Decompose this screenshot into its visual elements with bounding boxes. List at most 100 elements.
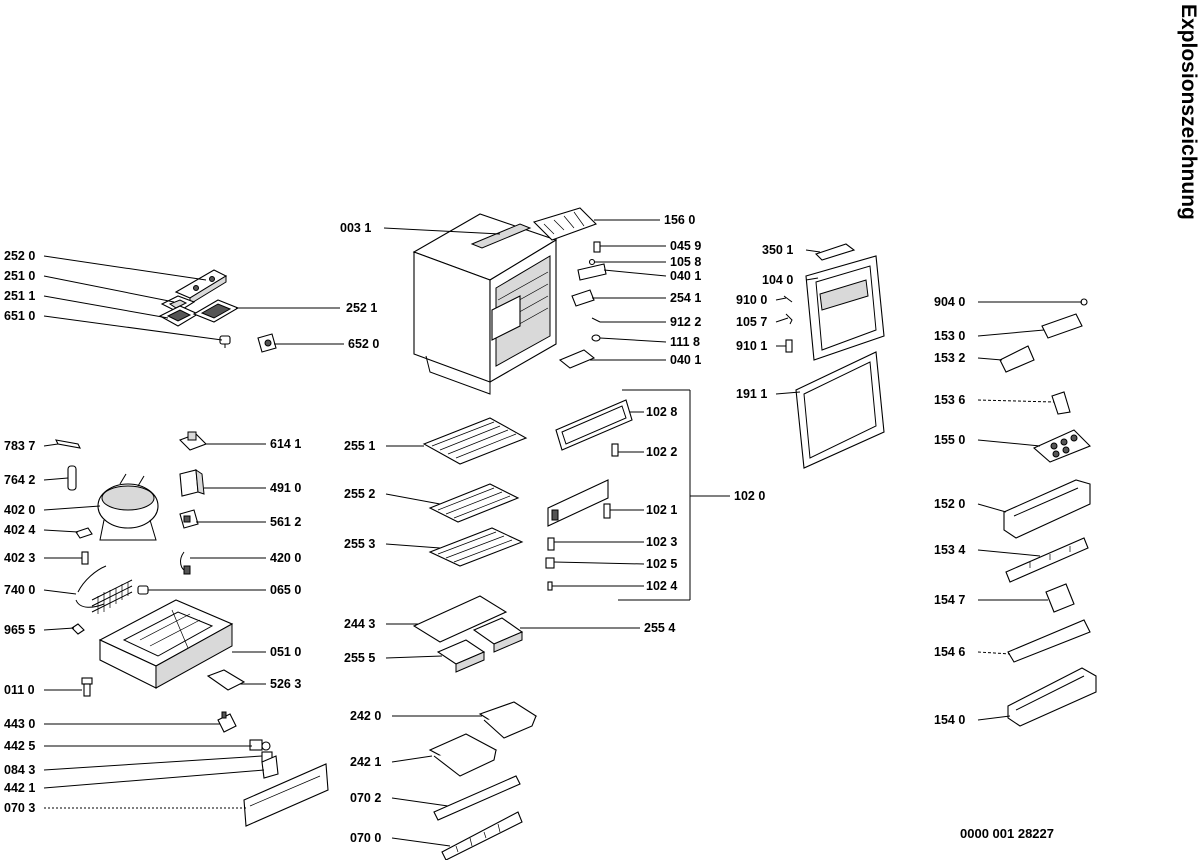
part-561-2 — [179, 509, 199, 529]
part-912-2 — [591, 317, 601, 323]
label-102-3: 102 3 — [646, 535, 677, 549]
part-783-7 — [55, 439, 81, 449]
label-156-0: 156 0 — [664, 213, 695, 227]
part-255-5-tray — [436, 639, 486, 673]
label-255-3: 255 3 — [344, 537, 375, 551]
part-003-1-cabinet — [412, 213, 558, 395]
part-104-0-door — [805, 255, 885, 361]
label-254-1: 254 1 — [670, 291, 701, 305]
label-251-0: 251 0 — [4, 269, 35, 283]
label-105-8: 105 8 — [670, 255, 701, 269]
label-102-5: 102 5 — [646, 557, 677, 571]
part-154-7 — [1045, 583, 1075, 613]
part-070-2-bar — [433, 775, 521, 821]
label-252-1: 252 1 — [346, 301, 377, 315]
part-154-0-door-shelf — [1007, 667, 1097, 727]
label-910-1: 910 1 — [736, 339, 767, 353]
label-051-0: 051 0 — [270, 645, 301, 659]
part-045-9 — [593, 241, 601, 253]
part-065-0 — [137, 585, 149, 595]
label-102-4: 102 4 — [646, 579, 677, 593]
label-065-0: 065 0 — [270, 583, 301, 597]
label-740-0: 740 0 — [4, 583, 35, 597]
label-442-1: 442 1 — [4, 781, 35, 795]
label-614-1: 614 1 — [270, 437, 301, 451]
label-910-0: 910 0 — [736, 293, 767, 307]
label-255-1: 255 1 — [344, 439, 375, 453]
part-740-0-condenser — [75, 565, 133, 614]
part-614-1 — [179, 431, 207, 451]
label-045-9: 045 9 — [670, 239, 701, 253]
part-402-3 — [81, 551, 89, 565]
label-104-0: 104 0 — [762, 273, 793, 287]
label-111-8: 111 8 — [670, 335, 700, 349]
label-040-1-b: 040 1 — [670, 353, 701, 367]
part-244-3-cover — [412, 595, 508, 643]
part-number-labels: 252 0 251 0 251 1 651 0 252 1 652 0 783 … — [4, 213, 965, 845]
label-040-1-a: 040 1 — [670, 269, 701, 283]
part-154-6-bar — [1007, 619, 1091, 663]
document-number: 0000 001 28227 — [960, 826, 1054, 841]
part-255-3-shelf — [428, 527, 524, 567]
part-443-0 — [217, 711, 237, 733]
part-242-1-drawer — [428, 733, 498, 777]
label-402-0: 402 0 — [4, 503, 35, 517]
label-242-1: 242 1 — [350, 755, 381, 769]
part-255-1-shelf — [422, 417, 528, 465]
label-526-3: 526 3 — [270, 677, 301, 691]
part-420-0 — [180, 551, 191, 575]
label-102-1: 102 1 — [646, 503, 677, 517]
part-102-2 — [611, 443, 619, 457]
part-191-1-gasket — [795, 351, 885, 469]
part-651-0 — [219, 335, 231, 348]
label-155-0: 155 0 — [934, 433, 965, 447]
label-003-1: 003 1 — [340, 221, 371, 235]
part-102-8 — [555, 399, 633, 451]
part-153-2 — [999, 345, 1035, 373]
part-402-4 — [75, 527, 93, 539]
label-402-3: 402 3 — [4, 551, 35, 565]
label-105-7: 105 7 — [736, 315, 767, 329]
part-105-8 — [588, 258, 596, 266]
label-443-0: 443 0 — [4, 717, 35, 731]
label-420-0: 420 0 — [270, 551, 301, 565]
part-491-0 — [179, 469, 205, 497]
part-255-2-shelf — [428, 483, 520, 523]
label-350-1: 350 1 — [762, 243, 793, 257]
part-652-0 — [257, 333, 277, 353]
label-561-2: 561 2 — [270, 515, 301, 529]
label-442-5: 442 5 — [4, 739, 35, 753]
part-102-4 — [547, 581, 553, 591]
part-910-1 — [785, 339, 793, 353]
part-252-0 — [174, 269, 228, 305]
label-011-0: 011 0 — [4, 683, 35, 697]
part-764-2 — [67, 465, 77, 491]
part-070-3-kickplate — [243, 763, 329, 827]
part-242-0-drawer — [478, 701, 538, 739]
part-102-5 — [545, 557, 555, 569]
leader-lines — [43, 219, 1082, 847]
label-152-0: 152 0 — [934, 497, 965, 511]
label-153-0: 153 0 — [934, 329, 965, 343]
part-910-0 — [783, 295, 793, 303]
part-155-0-egg-tray — [1032, 429, 1091, 463]
diagram-title: Explosionszeichnung — [1177, 4, 1200, 220]
label-255-5: 255 5 — [344, 651, 375, 665]
part-350-1 — [814, 243, 856, 261]
part-102-1b — [603, 503, 611, 519]
label-402-4: 402 4 — [4, 523, 35, 537]
label-242-0: 242 0 — [350, 709, 381, 723]
label-070-0: 070 0 — [350, 831, 381, 845]
label-255-4: 255 4 — [644, 621, 675, 635]
label-070-3: 070 3 — [4, 801, 35, 815]
label-764-2: 764 2 — [4, 473, 35, 487]
part-040-1-a — [577, 263, 607, 281]
label-491-0: 491 0 — [270, 481, 301, 495]
label-070-2: 070 2 — [350, 791, 381, 805]
label-154-7: 154 7 — [934, 593, 965, 607]
label-153-4: 153 4 — [934, 543, 965, 557]
label-783-7: 783 7 — [4, 439, 35, 453]
part-152-0-door-shelf — [1003, 479, 1091, 539]
label-153-2: 153 2 — [934, 351, 965, 365]
